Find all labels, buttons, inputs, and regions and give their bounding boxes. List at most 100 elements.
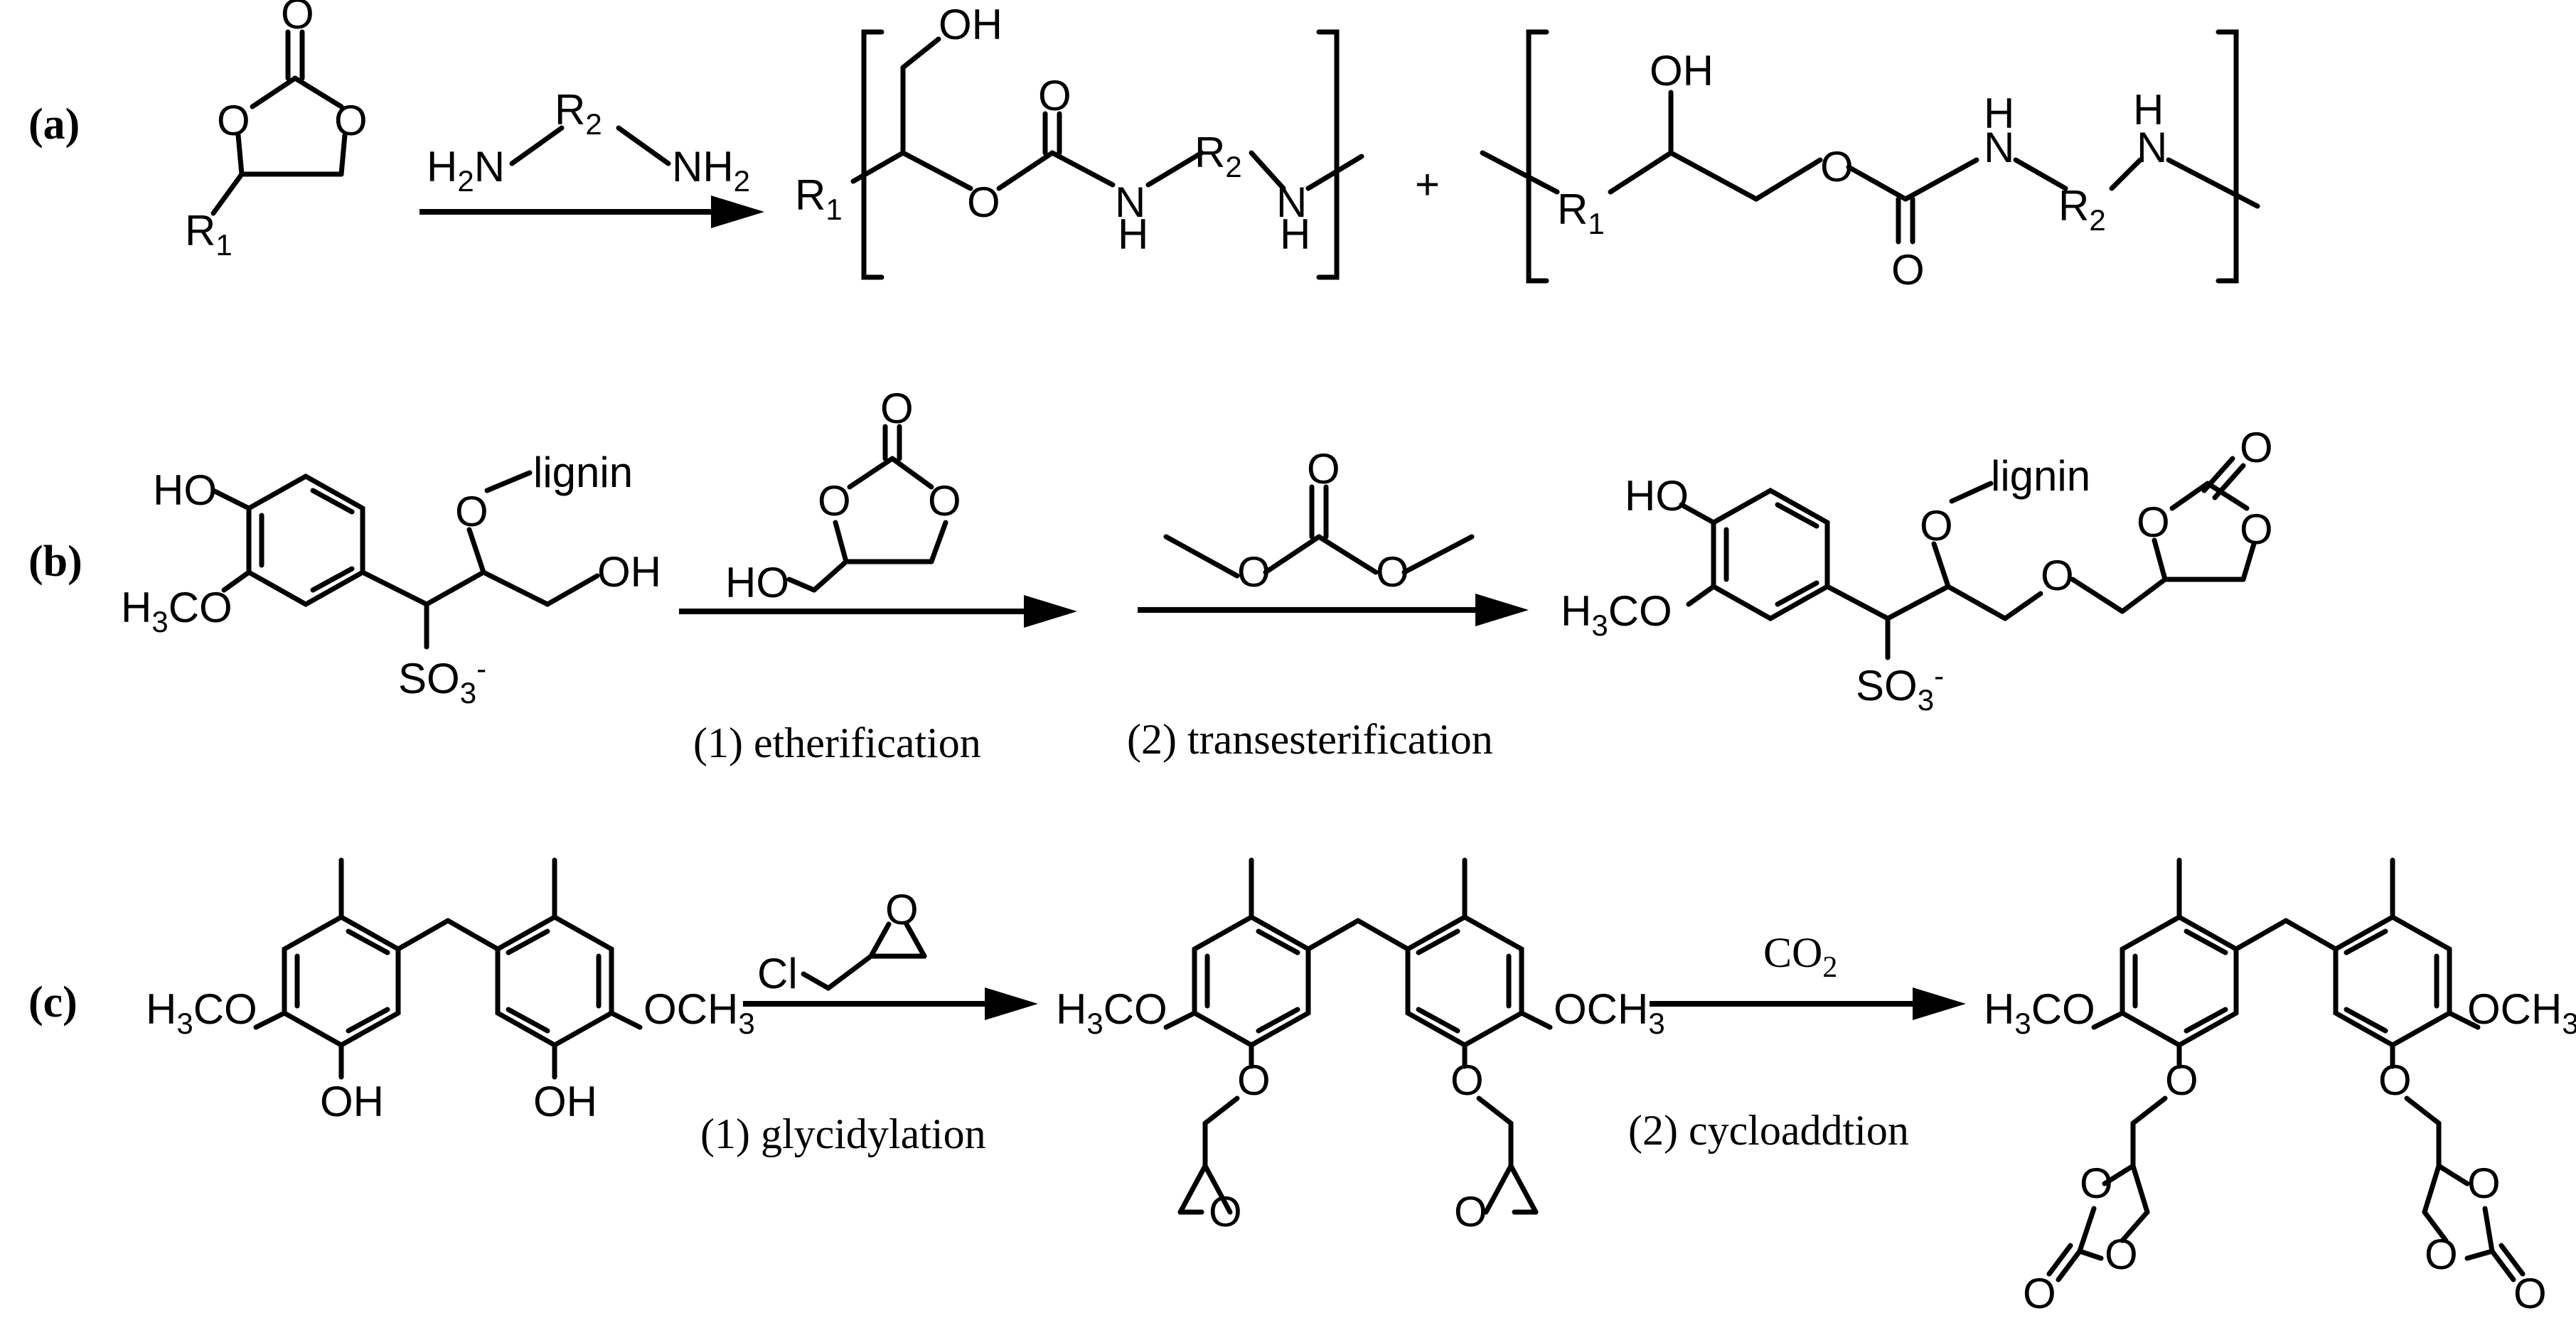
- atom-S: SO: [1856, 662, 1918, 709]
- svg-text:SO3-: SO3-: [398, 652, 486, 709]
- atom-O: O: [885, 886, 919, 933]
- atom-R: R: [795, 171, 825, 219]
- svg-text:OCH3: OCH3: [2467, 985, 2576, 1040]
- atom-N: N: [1115, 178, 1145, 226]
- svg-text:R1: R1: [795, 171, 843, 226]
- atom-O: O: [880, 385, 914, 432]
- svg-text:H3CO: H3CO: [121, 584, 233, 638]
- diamine: H2N R2 NH2: [427, 86, 750, 198]
- atom-R: R: [185, 207, 215, 255]
- atom-O: O: [2023, 1270, 2056, 1317]
- atom-O: O: [2165, 1056, 2198, 1104]
- bisguaiacol: H3CO OH OCH3 OH: [146, 857, 755, 1125]
- svg-text:SO3-: SO3-: [1856, 659, 1944, 717]
- svg-text:R2: R2: [555, 86, 602, 141]
- subscript: 3: [151, 605, 168, 638]
- reaction-arrow: [679, 595, 1077, 628]
- atom-HO: HO: [153, 466, 217, 514]
- panel-c: (c) H3CO OH OCH3 OH Cl: [28, 857, 2576, 1317]
- charge: -: [476, 652, 486, 685]
- panel-c-label: (c): [28, 978, 78, 1027]
- polyurethane-product-1: R1 OH O O N H R2 N H: [795, 1, 1364, 280]
- atom-O: O: [2467, 1159, 2501, 1207]
- atom-O: O: [455, 488, 488, 535]
- atom-OCH: OCH: [643, 985, 738, 1033]
- svg-text:OCH3: OCH3: [643, 985, 755, 1040]
- subscript: 3: [1591, 609, 1608, 642]
- svg-text:R2: R2: [1195, 129, 1242, 183]
- svg-text:R2: R2: [2058, 182, 2106, 237]
- atom-S: SO: [398, 655, 460, 702]
- atom-CO: CO: [1103, 985, 1167, 1033]
- dimethyl-carbonate: O O O: [1163, 445, 1475, 596]
- atom-CO: CO: [169, 584, 233, 631]
- svg-text:H3CO: H3CO: [146, 985, 257, 1040]
- atom-O: O: [2425, 1231, 2458, 1278]
- atom-O: O: [2041, 552, 2074, 599]
- subscript: 3: [2562, 1007, 2576, 1040]
- atom-H: H: [146, 985, 176, 1033]
- reaction-arrow: [419, 195, 764, 228]
- atom-H: H: [1984, 90, 2014, 137]
- atom-H: H: [1118, 210, 1148, 258]
- atom-N: NH: [672, 143, 734, 191]
- atom-OCH: OCH: [1554, 985, 1648, 1033]
- svg-text:R1: R1: [1557, 186, 1605, 240]
- subscript: 2: [1225, 150, 1241, 183]
- atom-O: O: [818, 477, 851, 525]
- subscript: 3: [1648, 1007, 1664, 1040]
- lignin-cyclic-carbonate-product: HO H3CO SO3- O lignin O O O O: [1561, 424, 2273, 717]
- atom-R: R: [1195, 129, 1225, 176]
- step-transesterification: (2) transesterification: [1127, 716, 1493, 763]
- atom-OH: OH: [597, 548, 661, 596]
- subscript: 1: [1588, 207, 1604, 240]
- svg-text:H3CO: H3CO: [1984, 985, 2095, 1040]
- subscript: 3: [176, 1007, 193, 1040]
- subscript: 2: [734, 164, 750, 198]
- svg-text:H3CO: H3CO: [1561, 587, 1672, 642]
- atom-O: O: [2105, 1231, 2138, 1278]
- atom-OH: OH: [320, 1078, 384, 1125]
- atom-H: H: [2133, 86, 2164, 134]
- bis-cyclic-carbonate: H3CO O O O O OCH3 O: [1984, 857, 2576, 1317]
- step-glycidylation: (1) glycidylation: [700, 1110, 986, 1157]
- lignin-label: lignin: [533, 449, 633, 496]
- atom-H: H: [1561, 587, 1591, 635]
- panel-b-label: (b): [28, 537, 82, 586]
- subscript: 2: [585, 107, 602, 141]
- subscript: 2: [2089, 203, 2105, 237]
- glycerol-carbonate: O O O HO: [725, 385, 961, 606]
- atom-O: O: [967, 178, 1000, 226]
- atom-OH: OH: [533, 1078, 597, 1125]
- atom-R: R: [2058, 182, 2089, 230]
- subscript: 3: [460, 676, 476, 709]
- atom-H: H: [1984, 985, 2014, 1033]
- atom-O: O: [928, 477, 961, 525]
- atom-R: R: [1557, 186, 1588, 233]
- atom-O: O: [217, 97, 250, 144]
- atom-O: O: [1038, 72, 1071, 119]
- polyurethane-product-2: R1 OH O O H N R2 H N: [1480, 29, 2260, 294]
- svg-text:R1: R1: [185, 207, 233, 262]
- atom-Cl: Cl: [757, 950, 798, 997]
- panel-a-label: (a): [28, 100, 80, 149]
- atom-HO: HO: [1625, 472, 1689, 520]
- lignin-sulfonate-unit: HO H3CO SO3- O lignin OH: [121, 449, 661, 709]
- reaction-arrow: [743, 987, 1038, 1020]
- atom-CO: CO: [1608, 587, 1672, 635]
- svg-text:CO2: CO2: [1763, 929, 1837, 984]
- atom-N: N: [1276, 178, 1307, 226]
- charge: -: [1934, 659, 1944, 692]
- atom-O: O: [281, 0, 314, 38]
- atom-O: O: [1920, 502, 1953, 550]
- atom-OH: OH: [1650, 47, 1714, 95]
- step-etherification: (1) etherification: [693, 719, 981, 766]
- atom-OCH: OCH: [2467, 985, 2562, 1033]
- atom-OH: OH: [939, 1, 1003, 48]
- atom-H: H: [121, 584, 151, 631]
- diglycidyl-ether: H3CO O O OCH3 O O: [1056, 857, 1665, 1236]
- lignin-label: lignin: [1991, 452, 2090, 500]
- atom-O: O: [2137, 498, 2170, 546]
- plus-sign: +: [1415, 161, 1440, 208]
- atom-O: O: [334, 97, 368, 144]
